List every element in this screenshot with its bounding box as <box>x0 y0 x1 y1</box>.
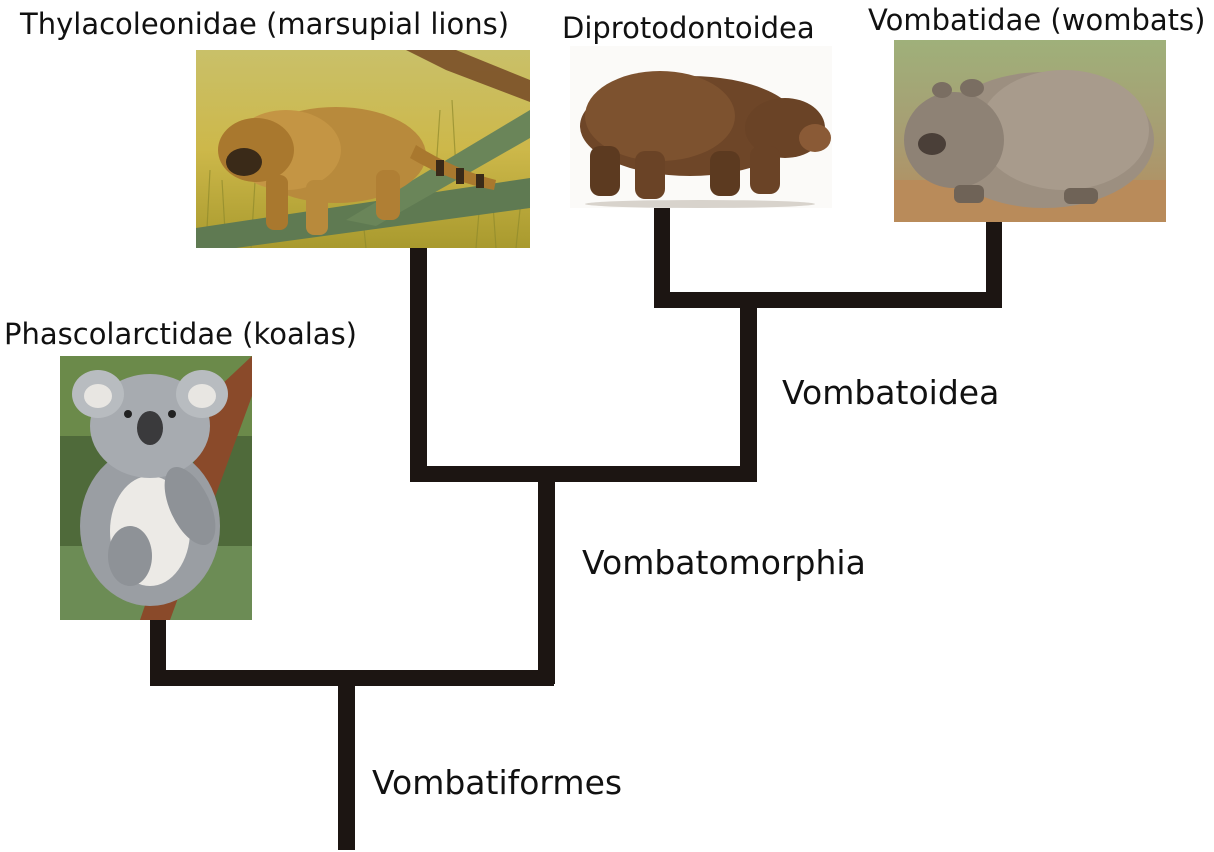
vombatomorphia-crossbar <box>410 466 756 482</box>
diprotodon-image <box>570 46 832 208</box>
diprotodontoidea-branch <box>654 208 670 306</box>
root-crossbar <box>150 670 554 686</box>
root-stem <box>338 678 355 850</box>
vombatiformes-label: Vombatiformes <box>372 763 623 802</box>
vombatoidea-crossbar <box>654 292 1002 308</box>
koala-branch <box>150 618 166 682</box>
vombatidae-label: Vombatidae (wombats) <box>868 3 1206 37</box>
marsupial-lion-image <box>196 50 530 248</box>
vombatomorphia-label: Vombatomorphia <box>582 543 866 582</box>
koala-image <box>60 356 252 620</box>
vombatoidea-stem <box>740 306 757 482</box>
vombatomorphia-stem <box>538 476 555 684</box>
thylacoleonidae-branch <box>410 246 427 480</box>
thylacoleonidae-label: Thylacoleonidae (marsupial lions) <box>20 7 510 41</box>
diprotodontoidea-label: Diprotodontoidea <box>562 11 815 45</box>
vombatidae-branch <box>986 220 1002 306</box>
wombat-image <box>894 40 1166 222</box>
vombatoidea-label: Vombatoidea <box>782 373 1000 412</box>
phascolarctidae-label: Phascolarctidae (koalas) <box>4 317 357 351</box>
